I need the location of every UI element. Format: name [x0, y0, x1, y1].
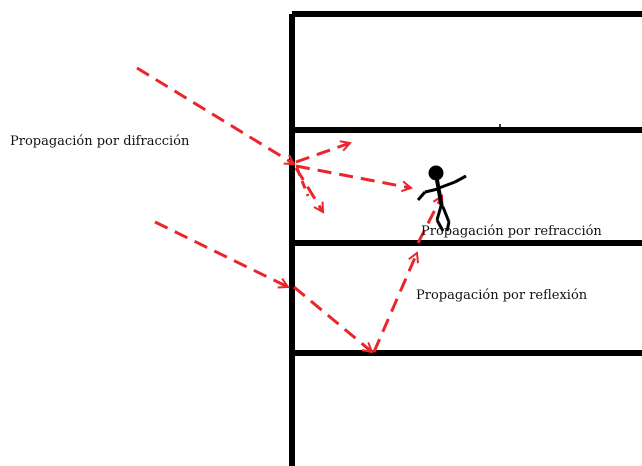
stick-figure-person-icon — [416, 165, 467, 232]
diffraction-to-person-ray — [295, 164, 411, 188]
diffraction-down-ray-1 — [294, 167, 325, 212]
building — [289, 11, 642, 466]
reflection-incoming-ray — [154, 220, 288, 287]
reflection-rays — [154, 196, 442, 353]
reflection-bounce-ray — [372, 253, 417, 353]
reflection-inside-ray — [293, 285, 372, 352]
diffraction-label: Propagación por difracción — [10, 134, 190, 149]
diffraction-down-ray-2 — [295, 167, 310, 197]
diffraction-up-ray — [295, 143, 350, 164]
diffraction-rays — [136, 66, 411, 212]
reflection-label: Propagación por reflexión — [416, 288, 588, 303]
refraction-label: Propagación por refracción — [421, 224, 602, 239]
diffraction-incoming-ray — [136, 66, 294, 166]
refraction-through-floor-ray — [416, 196, 442, 244]
